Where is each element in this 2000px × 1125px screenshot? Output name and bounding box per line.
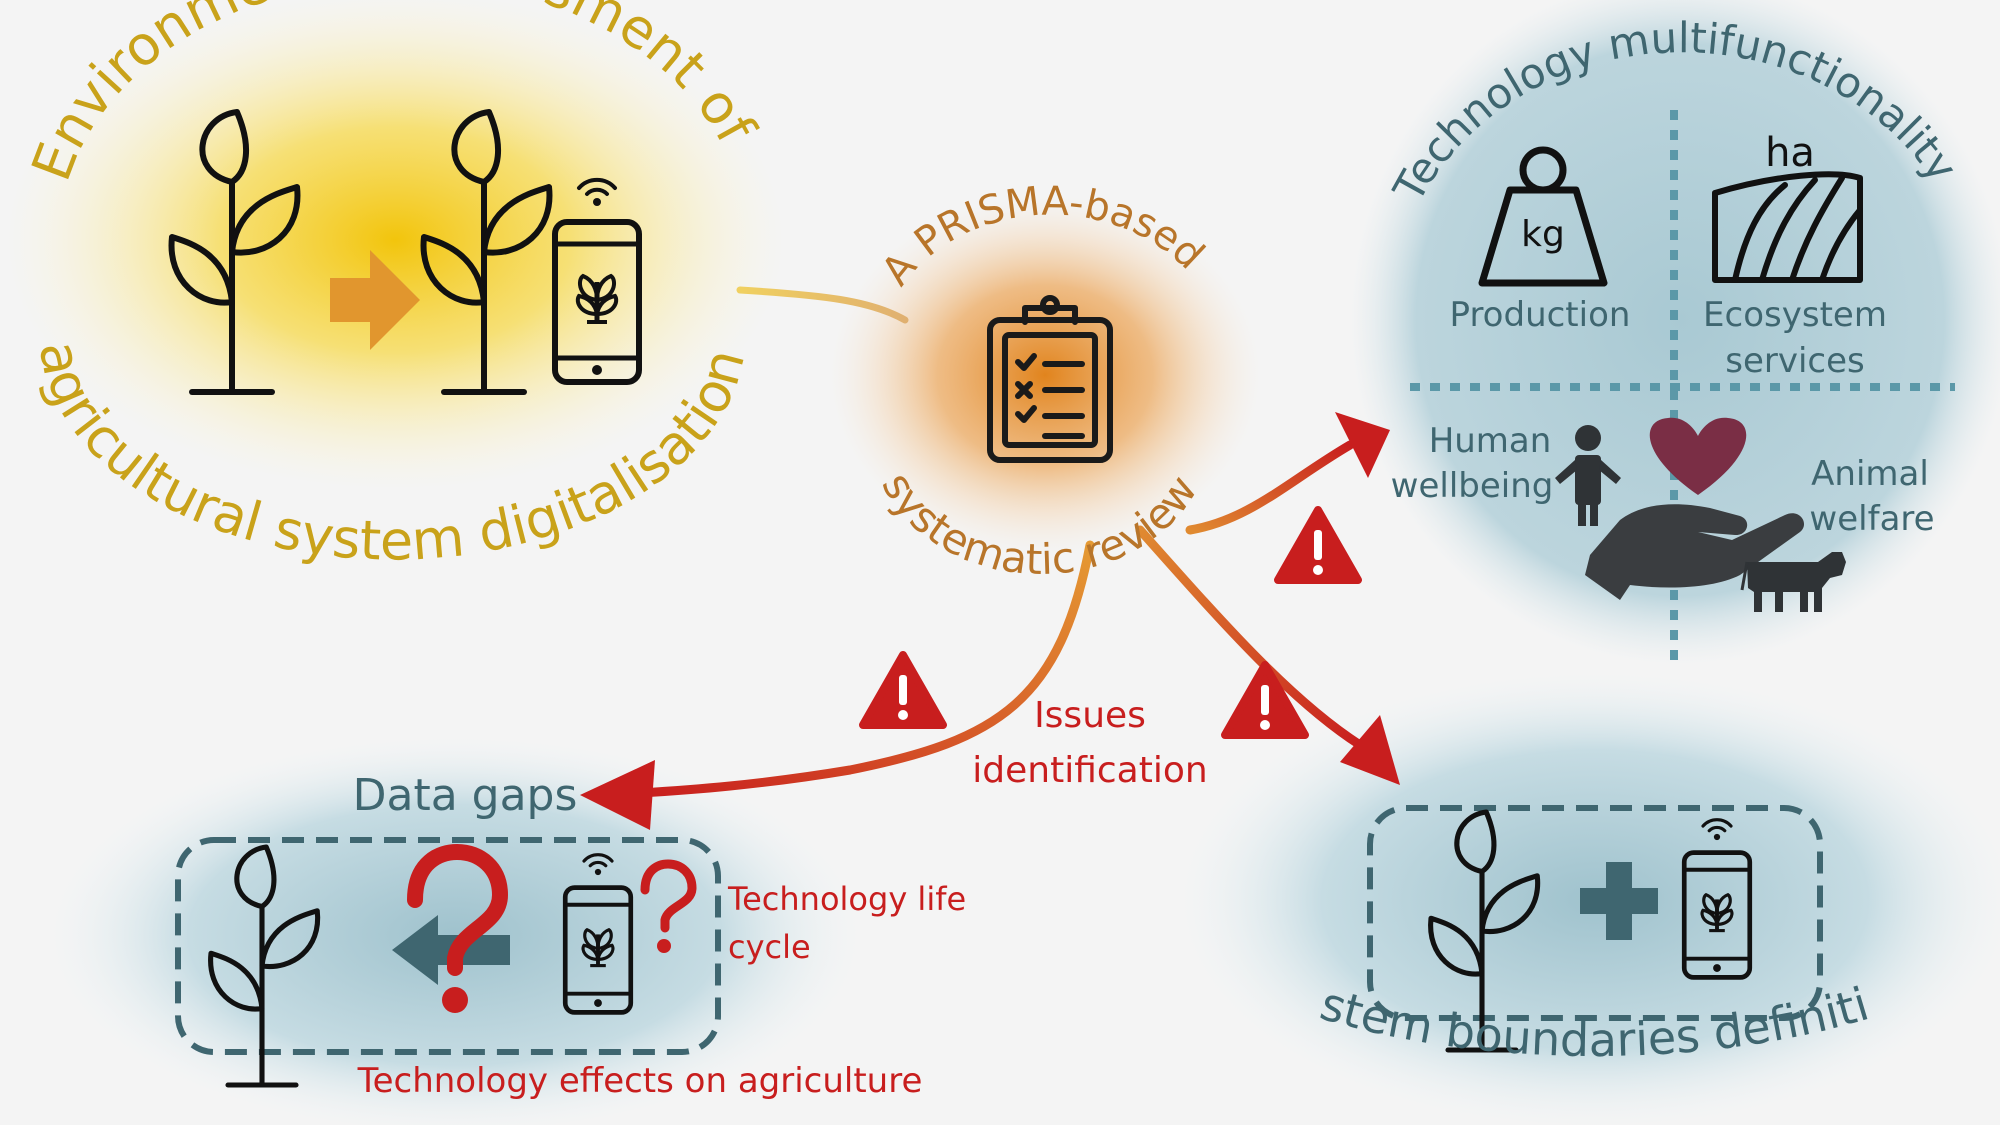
warning-icon: [1278, 510, 1358, 580]
system-boundaries-box: [1367, 805, 1823, 1021]
hand-icon: [1585, 504, 1805, 600]
human-label-line1: Human: [1429, 421, 1552, 461]
yellow-glow: [5, 0, 785, 490]
life-cycle-label-line2: cycle: [728, 928, 811, 966]
effects-label: Technology effects on agriculture: [357, 1061, 923, 1101]
weight-icon: [1478, 146, 1608, 287]
warning-icon: [1225, 665, 1305, 735]
data-gaps-box: [175, 837, 721, 1055]
human-label-line2: wellbeing: [1391, 466, 1554, 506]
arrow-to-system-boundaries-head: [1340, 715, 1400, 785]
arrow-right-icon: [330, 250, 420, 350]
question-mark-small-dot: [657, 939, 671, 953]
arrow-to-system-boundaries: [1135, 525, 1365, 750]
arrow-to-multifunctionality: [1185, 440, 1355, 535]
production-label: Production: [1450, 295, 1631, 335]
animal-label-line2: welfare: [1809, 499, 1934, 539]
arrow-to-data-gaps: [635, 540, 1095, 798]
ecosystem-label-line1: Ecosystem: [1703, 295, 1887, 335]
plus-icon: [1580, 862, 1658, 940]
data-gaps-bg: [45, 735, 865, 1125]
issues-label-line1: Issues: [1034, 695, 1146, 736]
field-icon: [1712, 171, 1863, 283]
arrow-to-multifunctionality-head: [1335, 412, 1390, 478]
cow-icon: [1740, 552, 1846, 612]
production-unit: kg: [1521, 214, 1565, 255]
connector-line: [736, 286, 909, 324]
question-mark-dot: [442, 987, 468, 1013]
clipboard-checklist-icon: [987, 295, 1113, 463]
animal-label-line1: Animal: [1811, 454, 1929, 494]
data-gaps-title: Data gaps: [353, 770, 578, 821]
person-icon: [1555, 425, 1621, 526]
heart-icon: [1649, 417, 1747, 495]
ecosystem-unit: ha: [1765, 130, 1815, 176]
issues-label-line2: identification: [972, 750, 1207, 791]
orange-glow: [830, 195, 1260, 555]
life-cycle-label-line1: Technology life: [727, 880, 966, 918]
question-mark-icon: [407, 843, 509, 976]
question-mark-small-icon: [640, 859, 697, 933]
warning-icon: [863, 655, 943, 725]
arrow-to-data-gaps-head: [580, 760, 655, 830]
ecosystem-label-line2: services: [1725, 341, 1865, 381]
